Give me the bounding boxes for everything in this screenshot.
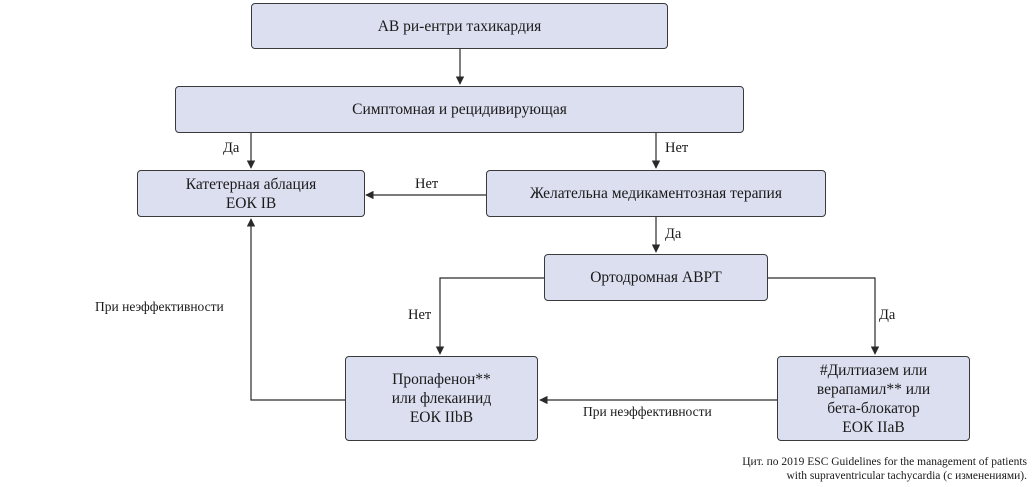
node-symptomatic-text: Симптомная и рецидивирующая	[352, 101, 567, 118]
node-ablation: Катетерная аблация ЕОК IB	[137, 170, 365, 217]
node-propafenone: Пропафенон** или флекаинид ЕОК IIbB	[345, 356, 538, 441]
label-yes-orthodromic: Да	[665, 226, 682, 242]
label-fail-bottom: При неэффективности	[583, 404, 712, 419]
node-ablation-line-1: Катетерная аблация	[185, 175, 317, 193]
arrow-orthodromic-to-propafenone	[435, 277, 544, 355]
node-drug-wish-text: Желательна медикаментозная терапия	[530, 185, 782, 202]
arrow-orthodromic-to-diltiazem	[767, 277, 880, 355]
node-diltiazem-line-3: бета-блокатор	[827, 399, 920, 417]
label-yes-ablation: Да	[223, 140, 240, 156]
label-no-propafenone: Нет	[408, 307, 432, 323]
label-no-ablation: Нет	[415, 176, 439, 192]
node-diltiazem-line-2: верапамил** или	[816, 380, 931, 398]
source-line-2: with supraventricular tachycardia (с изм…	[786, 470, 1028, 482]
source-citation: Цит. по 2019 ESC Guidelines for the mana…	[742, 455, 1027, 483]
node-avrt-reentry-text: АВ ри-ентри тахикардия	[377, 17, 542, 35]
node-avrt-reentry: АВ ри-ентри тахикардия	[251, 3, 668, 49]
node-ablation-line-2: ЕОК IB	[225, 194, 277, 212]
node-orthodromic-text: Ортодромная АВРТ	[590, 269, 722, 286]
node-diltiazem: #Дилтиазем или верапамил** или бета-блок…	[777, 356, 970, 441]
node-diltiazem-line-4: ЕОК IIaB	[842, 418, 905, 436]
node-propafenone-line-3: ЕОК IIbB	[409, 409, 474, 426]
arrow-propafenone-to-ablation	[246, 218, 345, 401]
source-line-1: Цит. по 2019 ESC Guidelines for the mana…	[742, 456, 1027, 468]
label-fail-left: При неэффективности	[95, 299, 224, 314]
label-no-drug: Нет	[665, 140, 689, 156]
node-symptomatic: Симптомная и рецидивирующая	[175, 86, 744, 133]
label-yes-diltiazem: Да	[879, 307, 896, 323]
node-diltiazem-line-1: #Дилтиазем или	[819, 361, 928, 379]
node-orthodromic: Ортодромная АВРТ	[544, 254, 768, 301]
node-drug-wish: Желательна медикаментозная терапия	[486, 170, 826, 217]
node-propafenone-line-1: Пропафенон**	[392, 371, 491, 388]
node-propafenone-line-2: или флекаинид	[391, 390, 492, 407]
